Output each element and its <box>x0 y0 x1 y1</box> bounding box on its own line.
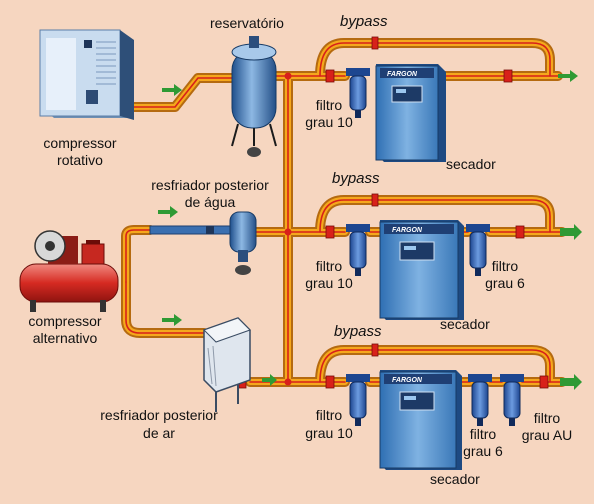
bypass-label-2: bypass <box>332 171 380 187</box>
filter-grade-row2a: grau 10 <box>302 275 356 291</box>
filter-label-row3a: filtro <box>302 407 356 423</box>
dryer-brand-logo: FARGON <box>392 377 423 384</box>
rotary-compressor-label-line1: compressor <box>40 135 120 151</box>
water-aftercooler-label-line1: resfriador posterior <box>140 177 280 193</box>
reservoir-label: reservatório <box>210 15 284 31</box>
filter-grade-row3b: grau 6 <box>456 443 510 459</box>
filter-label-row3b: filtro <box>456 426 510 442</box>
bypass-label-1: bypass <box>340 14 388 30</box>
dryer-label-2: secador <box>440 316 490 332</box>
filter-grade-row2b: grau 6 <box>478 275 532 291</box>
air-aftercooler-label-line2: de ar <box>134 425 184 441</box>
water-aftercooler-icon <box>206 212 256 275</box>
dryer-icon <box>376 64 464 470</box>
filter-grade-row1: grau 10 <box>302 114 356 130</box>
water-aftercooler-label-line2: de água <box>170 194 250 210</box>
filter-label-row1: filtro <box>302 97 356 113</box>
filter-label-row2b: filtro <box>478 258 532 274</box>
dryer-label-3: secador <box>430 471 480 487</box>
filter-grade-row3a: grau 10 <box>302 425 356 441</box>
reciprocating-compressor-label-line1: compressor <box>20 313 110 329</box>
air-aftercooler-label-line1: resfriador posterior <box>84 407 234 423</box>
rotary-compressor-icon <box>40 30 134 120</box>
filter-grade-row3c: grau AU <box>516 427 578 443</box>
filter-label-row3c: filtro <box>516 410 578 426</box>
dryer-brand-logo: FARGON <box>387 71 418 78</box>
bypass-label-3: bypass <box>334 324 382 340</box>
reservoir-tank-icon <box>232 36 276 157</box>
rotary-compressor-label-line2: rotativo <box>40 152 120 168</box>
reciprocating-compressor-icon <box>20 231 118 312</box>
filter-label-row2a: filtro <box>302 258 356 274</box>
reciprocating-compressor-label-line2: alternativo <box>20 330 110 346</box>
air-aftercooler-icon <box>204 318 250 412</box>
dryer-brand-logo: FARGON <box>392 227 423 234</box>
dryer-label-1: secador <box>446 156 496 172</box>
